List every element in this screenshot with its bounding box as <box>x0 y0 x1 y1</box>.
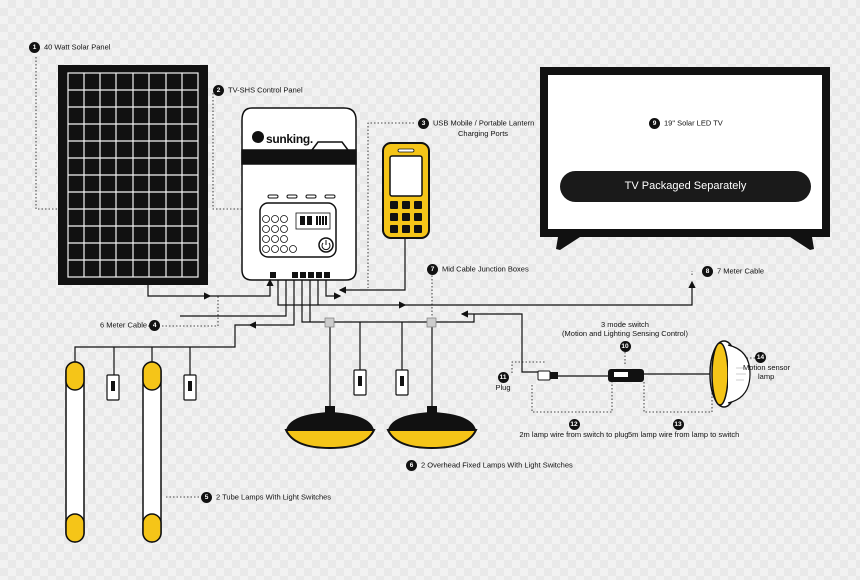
label-text: 2m lamp wire from switch to plug <box>519 430 629 439</box>
led-tv <box>540 67 830 250</box>
label-text-line2: Charging Ports <box>458 129 509 138</box>
label-text: 2 Tube Lamps With Light Switches <box>216 492 332 502</box>
light-switches <box>106 369 409 401</box>
overhead-lamps <box>284 406 478 450</box>
label-number: 7 <box>427 264 438 275</box>
label-text: Mid Cable Junction Boxes <box>442 264 529 274</box>
label-number: 10 <box>619 340 631 352</box>
label-number: 14 <box>755 352 766 363</box>
junction-boxes <box>324 317 437 328</box>
label-5m-wire: 13 5m lamp wire from lamp to switch <box>628 419 739 439</box>
label-7m-cable: 8 7 Meter Cable <box>702 266 764 277</box>
label-text: USB Mobile / Portable Lantern <box>433 118 535 128</box>
solar-panel <box>58 65 208 285</box>
label-2m-wire: 12 2m lamp wire from switch to plug <box>499 419 649 439</box>
label-number: 9 <box>649 118 660 129</box>
label-control-panel: 2 TV-SHS Control Panel <box>213 85 303 96</box>
plug <box>537 370 558 381</box>
label-3-mode-switch: 3 mode switch (Motion and Lighting Sensi… <box>560 320 690 352</box>
mobile-phone <box>382 142 430 239</box>
label-text: 3 mode switch <box>601 320 649 329</box>
label-text: 6 Meter Cable <box>100 320 148 330</box>
label-text-line2: lamp <box>758 372 775 382</box>
control-panel <box>241 107 357 281</box>
label-number: 6 <box>406 460 417 471</box>
label-6m-cable: 6 Meter Cable 4 <box>100 320 164 331</box>
label-text: Motion sensor <box>743 363 791 372</box>
label-usb-ports: 3 USB Mobile / Portable Lantern Charging … <box>418 118 534 138</box>
label-number: 5 <box>201 492 212 503</box>
tube-lamps <box>65 361 162 543</box>
label-number: 2 <box>213 85 224 96</box>
label-solar-panel: 1 40 Watt Solar Panel <box>29 42 110 53</box>
label-text: 19" Solar LED TV <box>664 118 723 128</box>
brand-logo-text: sunking. <box>266 132 313 146</box>
label-text: Plug <box>495 383 511 392</box>
label-number: 1 <box>29 42 40 53</box>
wiring <box>74 238 712 408</box>
tv-banner: TV Packaged Separately <box>560 171 811 202</box>
label-tube-lamps: 5 2 Tube Lamps With Light Switches <box>201 492 331 503</box>
label-leaders <box>35 57 755 498</box>
label-junction-boxes: 7 Mid Cable Junction Boxes <box>427 264 529 275</box>
label-number: 13 <box>672 419 684 430</box>
label-text: 5m lamp wire from lamp to switch <box>628 430 740 439</box>
three-mode-switch <box>608 369 644 382</box>
label-text: TV-SHS Control Panel <box>228 85 303 95</box>
label-text: 7 Meter Cable <box>717 266 765 276</box>
label-motion-sensor: 14 Motion sensor lamp <box>743 352 790 382</box>
label-overhead-lamps: 6 2 Overhead Fixed Lamps With Light Switc… <box>406 460 573 471</box>
label-number: 3 <box>418 118 429 129</box>
label-text: 2 Overhead Fixed Lamps With Light Switch… <box>421 460 573 470</box>
label-number: 4 <box>149 320 161 331</box>
label-number: 12 <box>568 419 580 430</box>
motion-sensor-lamp <box>709 340 751 408</box>
label-number: 11 <box>497 372 509 383</box>
label-tv: 9 19" Solar LED TV <box>649 118 723 129</box>
label-number: 8 <box>702 266 713 277</box>
label-plug: 11 Plug <box>493 372 513 392</box>
label-text: 40 Watt Solar Panel <box>44 42 111 52</box>
label-text-line2: (Motion and Lighting Sensing Control) <box>562 329 688 339</box>
